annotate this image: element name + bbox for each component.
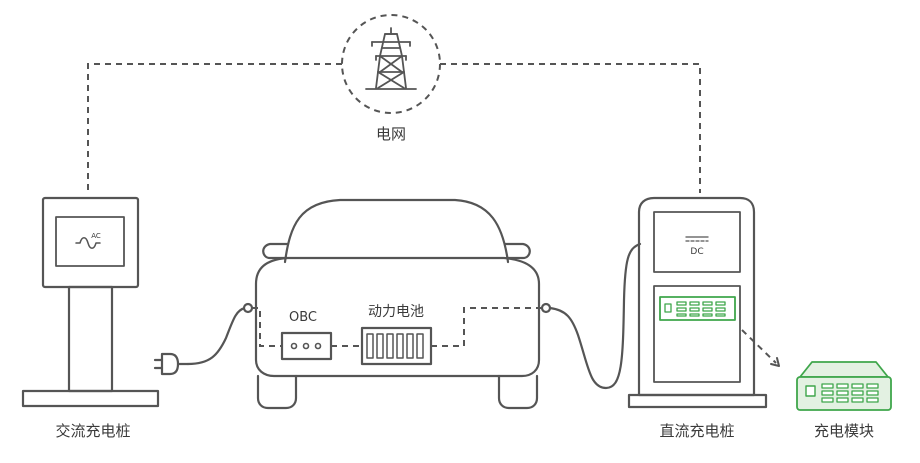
battery-label: 动力电池 xyxy=(368,304,424,320)
obc-dot xyxy=(314,342,322,350)
power-grid: 电网 xyxy=(341,14,441,143)
car-body xyxy=(254,256,541,378)
charging-module-vents xyxy=(821,383,879,403)
dc-charger-body xyxy=(637,196,756,397)
dc-charger-base xyxy=(627,393,768,409)
electric-car: OBC 动力电池 xyxy=(242,198,552,410)
battery-cell xyxy=(376,333,384,359)
battery-cell xyxy=(396,333,404,359)
battery-cell xyxy=(386,333,394,359)
obc-label: OBC xyxy=(289,310,317,325)
battery-cells xyxy=(366,333,424,359)
battery-cell xyxy=(416,333,424,359)
ac-charger-pole xyxy=(67,285,114,393)
ac-charger-base xyxy=(21,389,160,408)
ac-symbol: AC xyxy=(91,232,101,240)
module-callout-arrow xyxy=(741,329,780,367)
obc-dot xyxy=(290,342,298,350)
left-mirror xyxy=(262,242,290,260)
ac-charger-label: 交流充电桩 xyxy=(55,422,130,440)
charging-module-label: 充电模块 xyxy=(814,422,874,440)
car-roof xyxy=(283,198,510,264)
dc-symbol: DC xyxy=(690,247,703,257)
grid-connection-lines xyxy=(87,63,701,193)
ac-cable-wire xyxy=(186,306,247,366)
dc-symbol-icon: DC xyxy=(685,236,709,257)
ac-charger-screen xyxy=(55,216,125,267)
dc-charger-label: 直流充电桩 xyxy=(659,422,734,440)
dc-inner-module-vents xyxy=(676,301,726,317)
ac-sine-icon: AC xyxy=(75,232,101,249)
dc-charger-cabinet xyxy=(653,285,741,383)
right-mirror xyxy=(503,242,531,260)
dc-charger: DC 直流充电桩 xyxy=(627,196,768,440)
ac-port-to-obc-line xyxy=(252,307,282,347)
grid-label: 电网 xyxy=(376,125,406,143)
power-tower-icon xyxy=(365,27,417,90)
left-charge-port xyxy=(242,302,254,314)
battery-to-dc-port-line xyxy=(431,307,542,347)
charging-module-indicator xyxy=(805,385,816,397)
left-wheel xyxy=(256,374,298,410)
battery-cell xyxy=(366,333,374,359)
battery-cell xyxy=(406,333,414,359)
plug-icon xyxy=(153,352,190,376)
obc-dot xyxy=(302,342,310,350)
dc-inner-module-indicator xyxy=(664,303,672,313)
right-wheel xyxy=(497,374,539,410)
dc-cable-wire xyxy=(548,242,642,390)
right-charge-port xyxy=(540,302,552,314)
grid-to-ac-line xyxy=(87,63,342,193)
grid-to-dc-line xyxy=(440,63,701,193)
ac-charger: AC 交流充电桩 xyxy=(21,196,160,440)
charging-module: 充电模块 xyxy=(796,361,892,440)
dc-charger-screen xyxy=(653,211,741,273)
battery-box xyxy=(360,326,433,366)
obc-box xyxy=(280,331,333,361)
charging-module-top xyxy=(799,361,889,378)
ac-cable xyxy=(153,306,247,376)
